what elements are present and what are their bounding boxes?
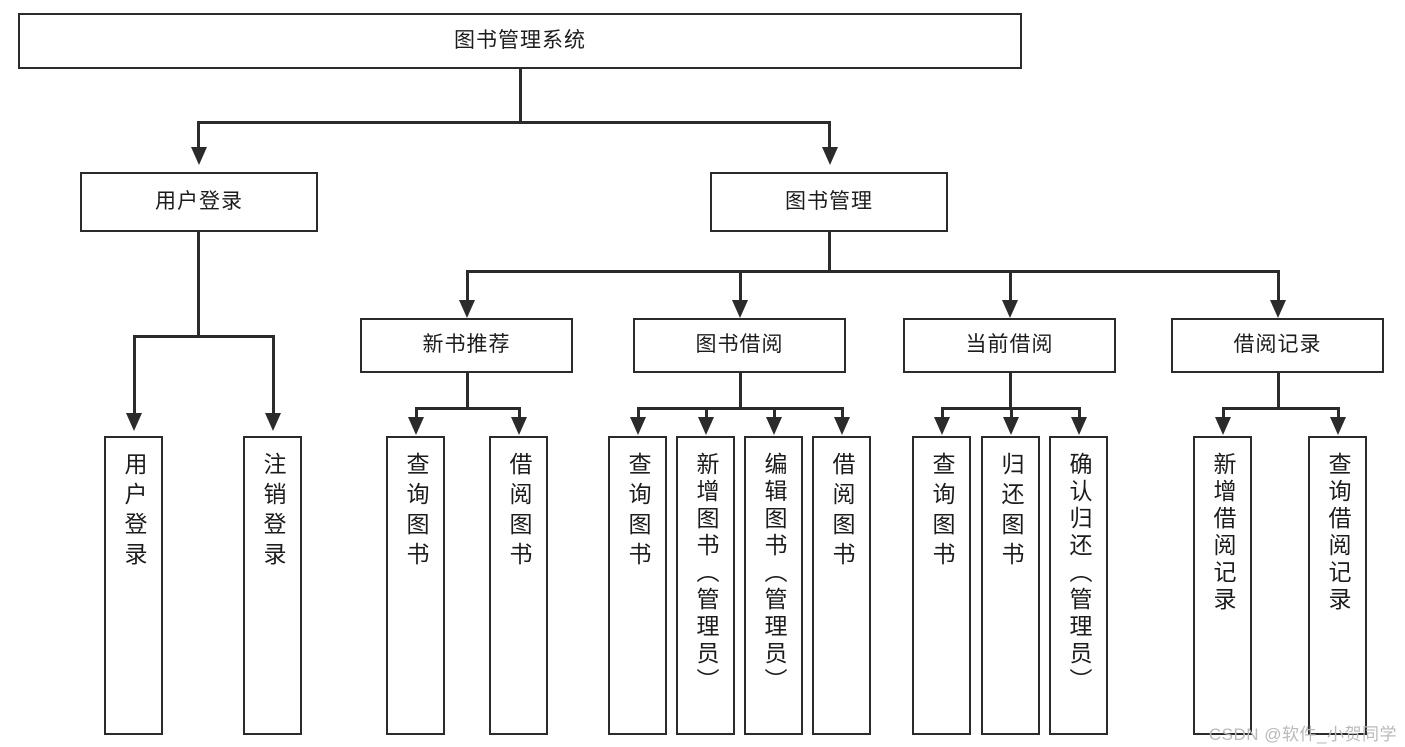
node-label: 用户登录 (155, 189, 243, 213)
arrow-to-nbr-leaf1 (408, 417, 424, 435)
arrow-to-user-login (191, 147, 207, 165)
leaf-book-borrow-add-book-admin[interactable]: 新增图书（管理员） (676, 436, 735, 735)
connector-book-borrow-stem (739, 373, 742, 409)
node-label: 查询图书 (403, 452, 429, 572)
node-label: 新书推荐 (422, 333, 511, 357)
node-borrow-record[interactable]: 借阅记录 (1171, 318, 1384, 373)
node-label: 借阅记录 (1233, 333, 1322, 357)
node-current-borrow[interactable]: 当前借阅 (903, 318, 1116, 373)
connector-drop-borrow-record (1277, 270, 1280, 302)
arrow-to-cb-leaf1 (934, 417, 950, 435)
connector-drop-nbr-leaf2 (518, 407, 521, 419)
arrow-to-br-leaf1 (1215, 417, 1231, 435)
node-label: 新增图书（管理员） (693, 452, 719, 695)
arrow-to-br-leaf2 (1330, 417, 1346, 435)
connector-drop-br-leaf2 (1337, 407, 1340, 419)
leaf-user-login-login[interactable]: 用户登录 (104, 436, 163, 735)
connector-drop-bb-leaf3 (773, 407, 776, 419)
connector-root-bus (197, 121, 831, 124)
leaf-borrow-record-add-record[interactable]: 新增借阅记录 (1193, 436, 1252, 735)
node-label: 图书管理系统 (454, 28, 586, 52)
arrow-to-user-login-leaf1 (126, 413, 142, 431)
node-label: 借阅图书 (829, 452, 855, 572)
connector-root-drop-user-login (197, 121, 200, 149)
leaf-user-login-logout[interactable]: 注销登录 (243, 436, 302, 735)
arrow-to-current-borrow (1002, 300, 1018, 318)
connector-drop-cb-leaf3 (1078, 407, 1081, 419)
arrow-to-new-book-recommend (459, 300, 475, 318)
connector-drop-new-book-recommend (466, 270, 469, 302)
connector-drop-user-login-leaf2 (272, 335, 275, 415)
connector-drop-book-borrow (739, 270, 742, 302)
node-label: 用户登录 (121, 452, 147, 572)
arrow-to-bb-leaf2 (698, 417, 714, 435)
connector-book-management-bus (467, 270, 1279, 273)
node-label: 图书管理 (785, 189, 873, 213)
node-root-book-management-system[interactable]: 图书管理系统 (18, 13, 1022, 69)
connector-drop-bb-leaf1 (637, 407, 640, 419)
node-label: 新增借阅记录 (1210, 452, 1236, 614)
node-label: 查询图书 (929, 452, 955, 572)
leaf-new-book-borrow-book[interactable]: 借阅图书 (489, 436, 548, 735)
node-label: 查询图书 (625, 452, 651, 572)
node-book-management[interactable]: 图书管理 (710, 172, 948, 232)
connector-drop-bb-leaf2 (705, 407, 708, 419)
node-book-borrow[interactable]: 图书借阅 (633, 318, 846, 373)
leaf-book-borrow-query-book[interactable]: 查询图书 (608, 436, 667, 735)
arrow-to-bb-leaf3 (766, 417, 782, 435)
node-label: 编辑图书（管理员） (761, 452, 787, 695)
connector-drop-user-login-leaf1 (133, 335, 136, 415)
arrow-to-user-login-leaf2 (265, 413, 281, 431)
connector-root-stem (519, 69, 522, 121)
connector-user-login-bus (133, 335, 275, 338)
connector-root-drop-book-management (828, 121, 831, 149)
arrow-to-book-management (822, 147, 838, 165)
connector-book-borrow-bus (637, 407, 842, 410)
connector-drop-bb-leaf4 (841, 407, 844, 419)
leaf-new-book-query-book[interactable]: 查询图书 (386, 436, 445, 735)
node-new-book-recommend[interactable]: 新书推荐 (360, 318, 573, 373)
connector-borrow-record-bus (1222, 407, 1339, 410)
connector-drop-current-borrow (1009, 270, 1012, 302)
arrow-to-book-borrow (732, 300, 748, 318)
arrow-to-cb-leaf2 (1003, 417, 1019, 435)
connector-borrow-record-stem (1277, 373, 1280, 409)
leaf-current-borrow-return-book[interactable]: 归还图书 (981, 436, 1040, 735)
connector-drop-cb-leaf2 (1010, 407, 1013, 419)
leaf-book-borrow-edit-book-admin[interactable]: 编辑图书（管理员） (744, 436, 803, 735)
connector-drop-nbr-leaf1 (415, 407, 418, 419)
node-label: 注销登录 (260, 452, 286, 572)
leaf-book-borrow-borrow-book[interactable]: 借阅图书 (812, 436, 871, 735)
connector-new-book-recommend-stem (466, 373, 469, 409)
arrow-to-bb-leaf4 (834, 417, 850, 435)
connector-new-book-recommend-bus (415, 407, 518, 410)
connector-user-login-stem (197, 232, 200, 337)
arrow-to-nbr-leaf2 (511, 417, 527, 435)
node-label: 当前借阅 (965, 333, 1054, 357)
node-label: 借阅图书 (506, 452, 532, 572)
leaf-current-borrow-confirm-return-admin[interactable]: 确认归还（管理员） (1049, 436, 1108, 735)
leaf-current-borrow-query-book[interactable]: 查询图书 (912, 436, 971, 735)
connector-drop-cb-leaf1 (941, 407, 944, 419)
connector-book-management-stem (828, 232, 831, 272)
arrow-to-bb-leaf1 (630, 417, 646, 435)
node-label: 归还图书 (998, 452, 1024, 572)
arrow-to-borrow-record (1270, 300, 1286, 318)
node-user-login[interactable]: 用户登录 (80, 172, 318, 232)
node-label: 确认归还（管理员） (1066, 452, 1092, 695)
connector-current-borrow-stem (1009, 373, 1012, 409)
connector-drop-br-leaf1 (1222, 407, 1225, 419)
node-label: 图书借阅 (695, 333, 784, 357)
arrow-to-cb-leaf3 (1071, 417, 1087, 435)
node-label: 查询借阅记录 (1325, 452, 1351, 614)
leaf-borrow-record-query-record[interactable]: 查询借阅记录 (1308, 436, 1367, 735)
